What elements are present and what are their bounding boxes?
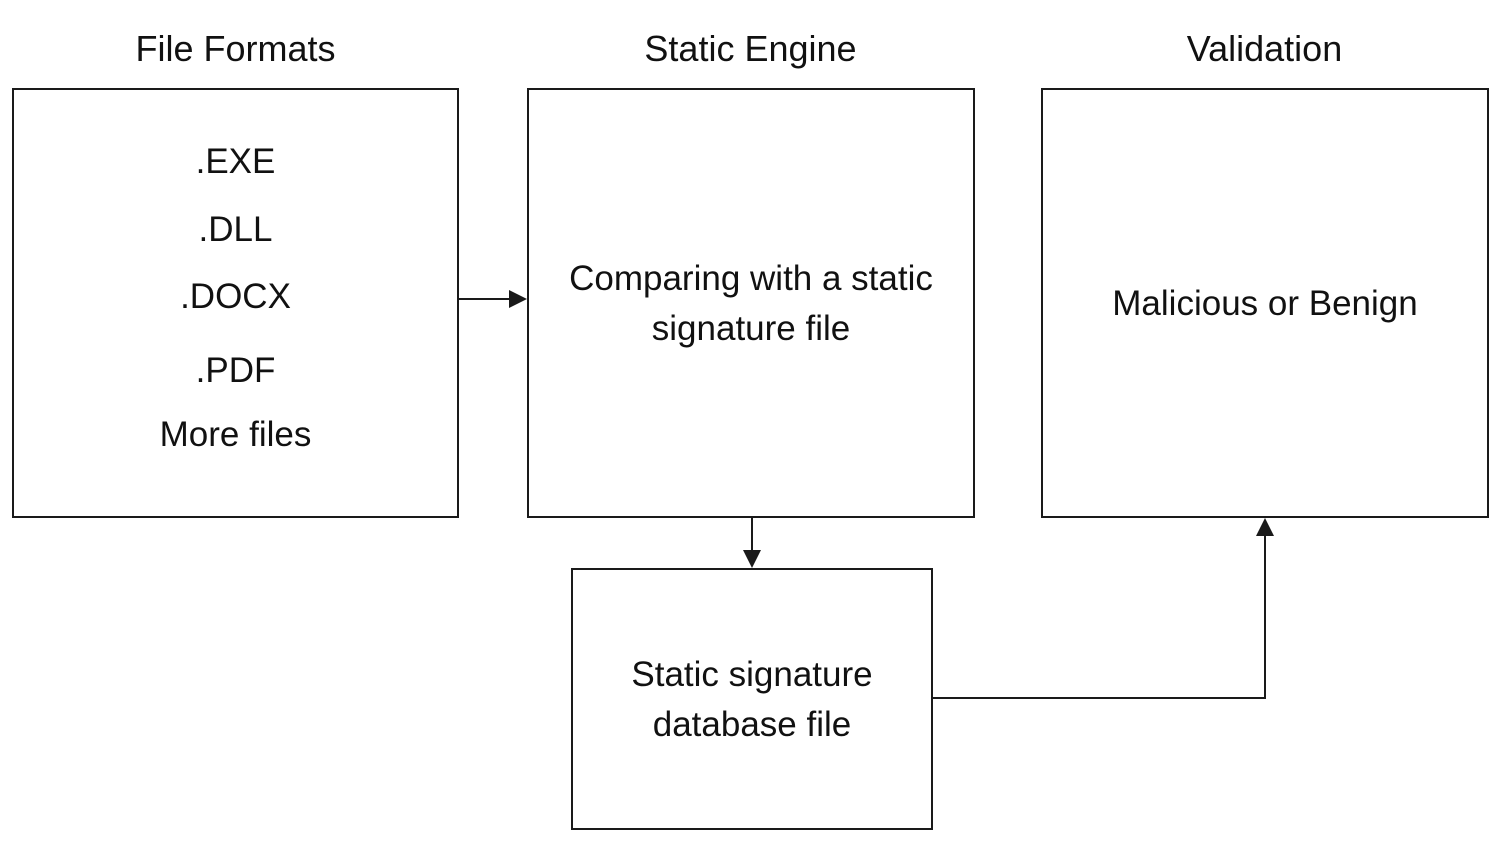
static-engine-text-line2: signature file xyxy=(651,309,851,348)
arrow-engine-to-database xyxy=(743,518,761,568)
file-format-exe: .EXE xyxy=(195,142,276,181)
file-format-pdf: .PDF xyxy=(195,351,276,390)
signature-database-text-line1: Static signature xyxy=(631,655,873,694)
file-formats-box: .EXE .DLL .DOCX .PDF More files xyxy=(12,88,459,518)
heading-validation: Validation xyxy=(1186,28,1343,69)
signature-database-text-line2: database file xyxy=(652,705,852,744)
static-engine-box: Comparing with a static signature file xyxy=(527,88,975,518)
static-engine-text-line1: Comparing with a static xyxy=(569,259,933,298)
validation-box: Malicious or Benign xyxy=(1041,88,1489,518)
file-format-more: More files xyxy=(159,415,312,454)
arrow-database-to-validation xyxy=(933,518,1274,699)
heading-file-formats: File Formats xyxy=(135,28,336,69)
validation-text: Malicious or Benign xyxy=(1112,284,1418,323)
file-format-docx: .DOCX xyxy=(180,277,291,316)
file-format-dll: .DLL xyxy=(198,210,273,249)
signature-database-box: Static signature database file xyxy=(571,568,933,830)
arrow-formats-to-engine xyxy=(459,290,527,308)
heading-static-engine: Static Engine xyxy=(644,28,857,69)
